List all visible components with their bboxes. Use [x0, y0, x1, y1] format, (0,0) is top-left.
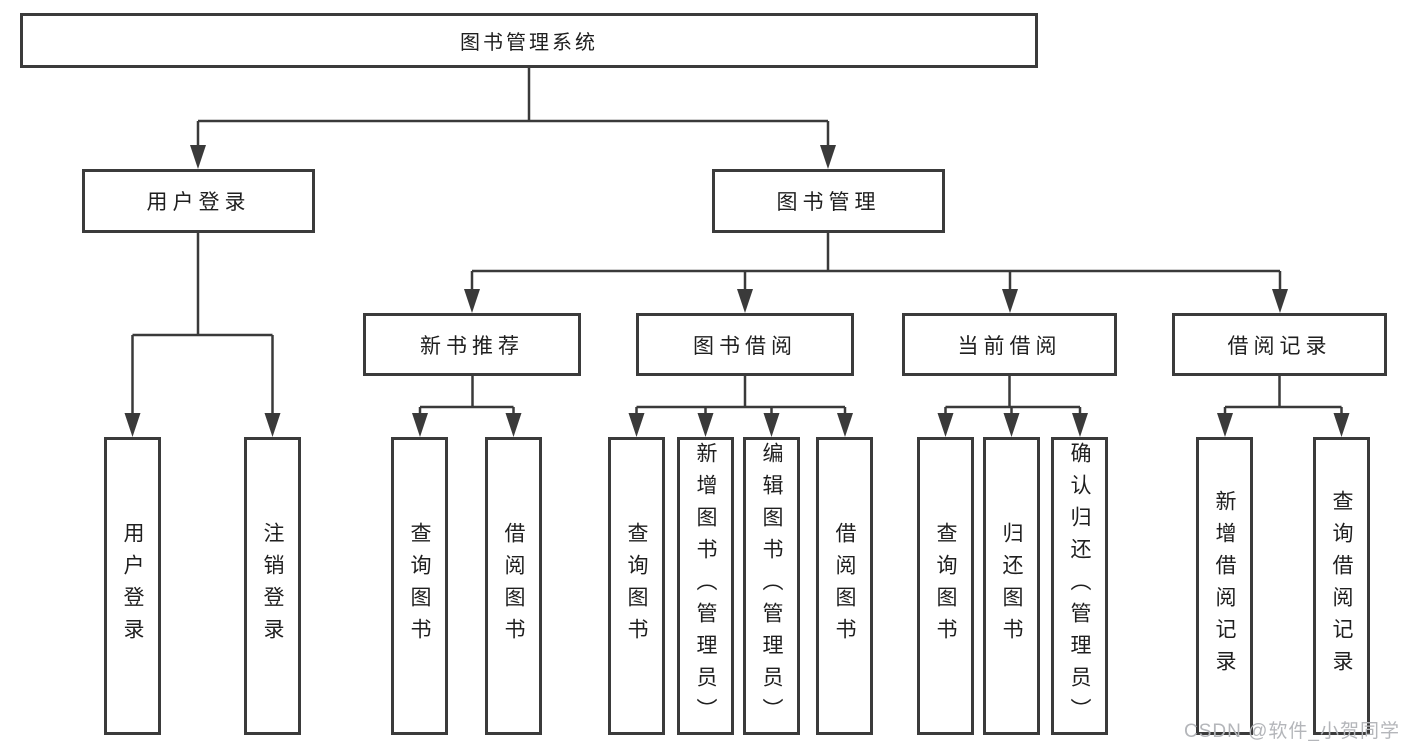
leaf-query-books-current: 查询图书 — [917, 437, 974, 735]
leaf-add-book-admin: 新增图书（管理员） — [677, 437, 734, 735]
leaf-add-borrow-record-label: 新增借阅记录 — [1213, 490, 1236, 682]
leaf-return-books-label: 归还图书 — [1000, 522, 1023, 650]
node-borrow-records-label: 借阅记录 — [1227, 334, 1332, 358]
leaf-borrow-books-newbook: 借阅图书 — [485, 437, 542, 735]
node-book-management: 图书管理 — [712, 169, 945, 233]
leaf-query-borrow-record: 查询借阅记录 — [1313, 437, 1370, 735]
node-current-borrow: 当前借阅 — [902, 313, 1117, 376]
leaf-logout-label: 注销登录 — [261, 522, 284, 650]
leaf-return-books: 归还图书 — [983, 437, 1040, 735]
leaf-query-books-newbook: 查询图书 — [391, 437, 448, 735]
node-new-book-recommend-label: 新书推荐 — [420, 334, 524, 358]
leaf-borrow-books-newbook-label: 借阅图书 — [502, 522, 525, 650]
leaf-query-books-borrow: 查询图书 — [608, 437, 665, 735]
node-current-borrow-label: 当前借阅 — [957, 334, 1062, 358]
leaf-logout: 注销登录 — [244, 437, 301, 735]
node-user-login-label: 用户登录 — [146, 191, 251, 214]
leaf-query-books-current-label: 查询图书 — [934, 522, 957, 650]
leaf-query-books-borrow-label: 查询图书 — [625, 522, 648, 650]
node-book-management-label: 图书管理 — [776, 191, 881, 214]
leaf-edit-book-admin-label: 编辑图书（管理员） — [760, 442, 783, 730]
leaf-edit-book-admin: 编辑图书（管理员） — [743, 437, 800, 735]
leaf-borrow-books-borrow-label: 借阅图书 — [833, 522, 856, 650]
leaf-add-book-admin-label: 新增图书（管理员） — [694, 442, 717, 730]
leaf-user-login-label: 用户登录 — [121, 522, 144, 650]
node-book-borrow: 图书借阅 — [636, 313, 854, 376]
leaf-borrow-books-borrow: 借阅图书 — [816, 437, 873, 735]
leaf-user-login: 用户登录 — [104, 437, 161, 735]
leaf-add-borrow-record: 新增借阅记录 — [1196, 437, 1253, 735]
node-book-borrow-label: 图书借阅 — [693, 334, 797, 358]
csdn-watermark: CSDN @软件_小贺同学 — [1184, 721, 1400, 742]
node-root-label: 图书管理系统 — [460, 32, 598, 54]
node-borrow-records: 借阅记录 — [1172, 313, 1387, 376]
leaf-query-books-newbook-label: 查询图书 — [408, 522, 431, 650]
node-user-login: 用户登录 — [82, 169, 315, 233]
node-new-book-recommend: 新书推荐 — [363, 313, 581, 376]
leaf-query-borrow-record-label: 查询借阅记录 — [1330, 490, 1353, 682]
node-root: 图书管理系统 — [20, 13, 1038, 68]
leaf-confirm-return-admin-label: 确认归还（管理员） — [1068, 442, 1091, 730]
leaf-confirm-return-admin: 确认归还（管理员） — [1051, 437, 1108, 735]
